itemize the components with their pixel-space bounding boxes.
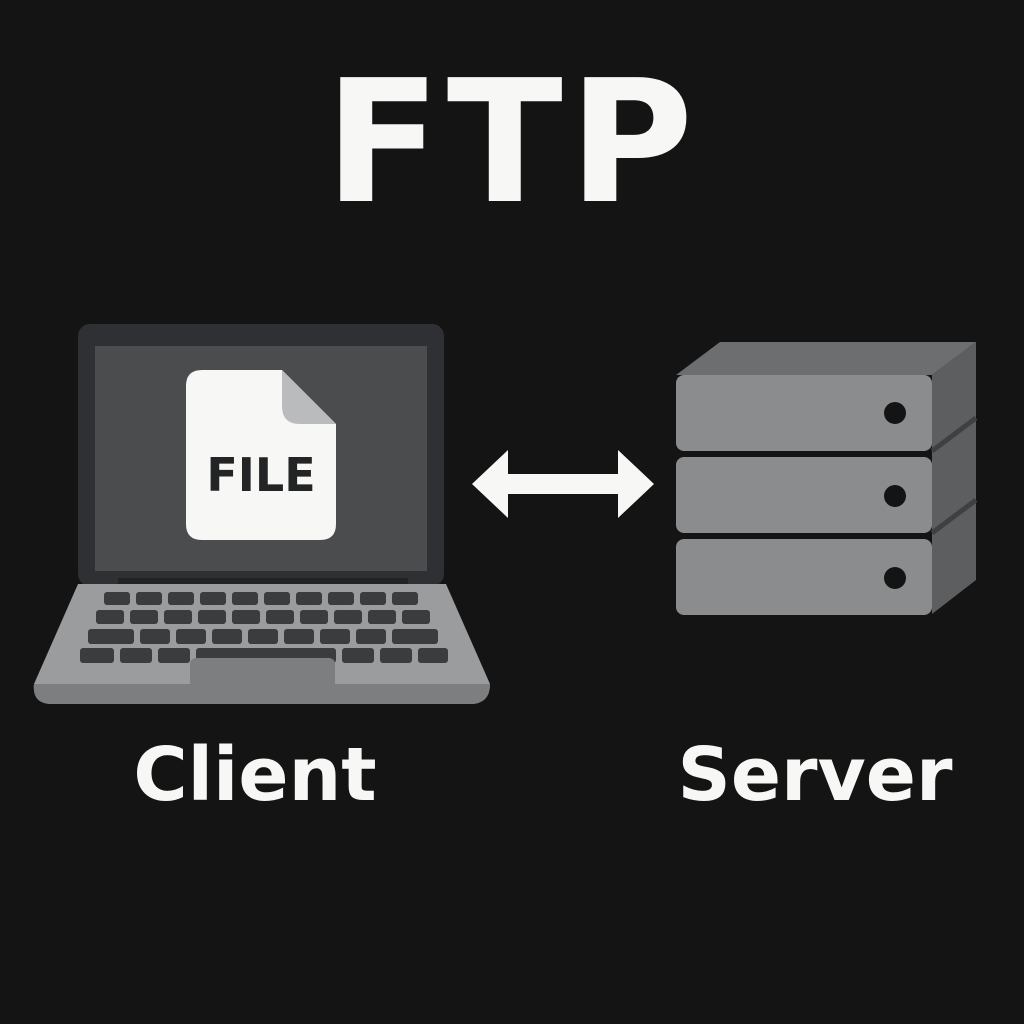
server-stack-icon bbox=[676, 342, 978, 615]
diagram-title: FTP bbox=[324, 44, 700, 242]
double-arrow-icon bbox=[472, 450, 654, 518]
keyboard-keys bbox=[80, 592, 448, 663]
server-unit-3 bbox=[676, 539, 932, 615]
server-label: Server bbox=[677, 732, 953, 818]
client-label: Client bbox=[133, 732, 377, 818]
server-unit-1-led bbox=[884, 402, 906, 424]
file-document-icon: FILE bbox=[186, 370, 336, 540]
server-unit-1 bbox=[676, 375, 932, 451]
server-unit-2 bbox=[676, 457, 932, 533]
server-unit-3-led bbox=[884, 567, 906, 589]
server-unit-2-led bbox=[884, 485, 906, 507]
touchpad bbox=[190, 658, 335, 688]
file-label: FILE bbox=[206, 448, 315, 502]
